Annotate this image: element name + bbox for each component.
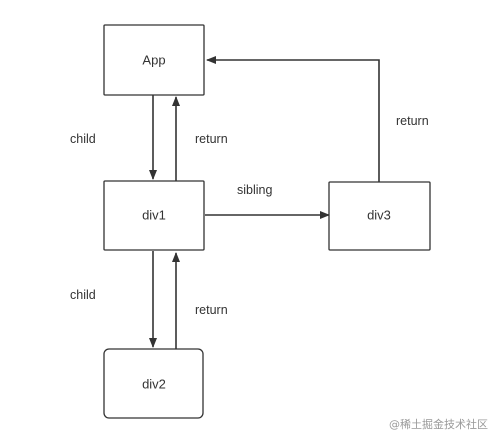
edge-label-child-bottom: child [70, 288, 96, 302]
node-div1: div1 [103, 180, 205, 251]
edge-label-return-div2-div1: return [195, 303, 228, 317]
edge-label-child-top: child [70, 132, 96, 146]
watermark-text: @稀土掘金技术社区 [389, 418, 488, 431]
node-div3-label: div3 [367, 208, 391, 223]
node-app: App [103, 24, 205, 96]
node-div2: div2 [103, 348, 204, 419]
edge-label-sibling: sibling [237, 183, 272, 197]
node-div2-label: div2 [142, 377, 166, 392]
edge-label-return-div3-app: return [396, 114, 429, 128]
node-app-label: App [142, 53, 165, 68]
edge-label-return-div1-app: return [195, 132, 228, 146]
node-div3: div3 [328, 181, 431, 251]
edge-return-div3-to-app [206, 56, 380, 182]
node-div1-label: div1 [142, 208, 166, 223]
